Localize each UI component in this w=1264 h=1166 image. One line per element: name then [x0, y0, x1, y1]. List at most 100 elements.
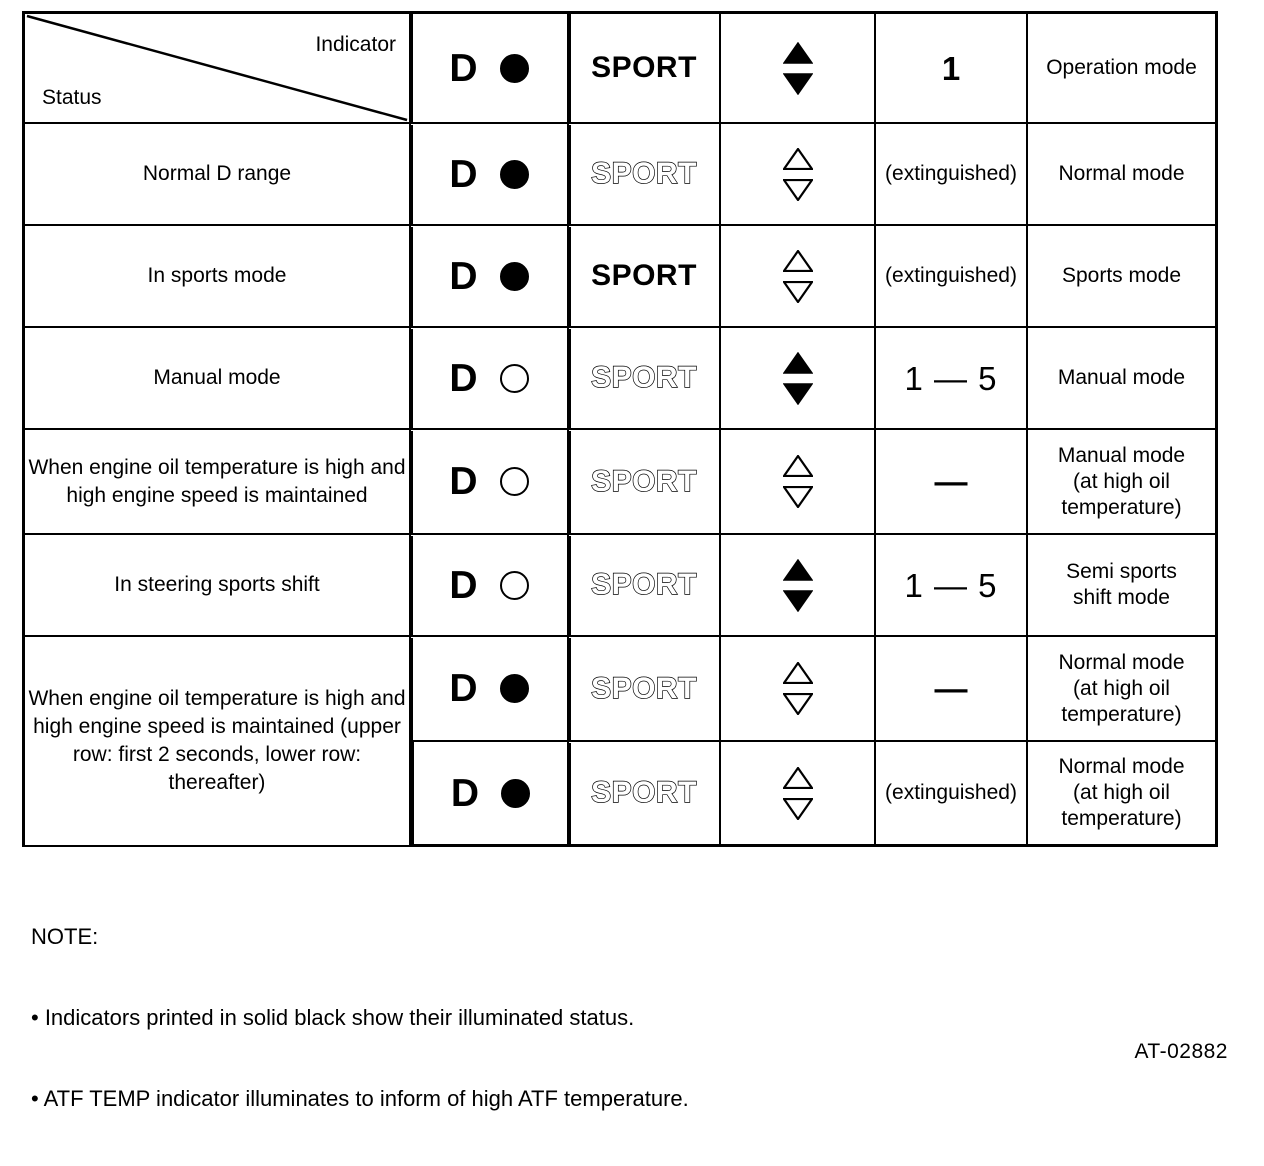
status-description-text: Manual mode — [153, 366, 281, 389]
cell-gear-position: (extinguished) — [876, 124, 1028, 226]
atf-temp-dot-unlit-icon — [499, 570, 529, 600]
header-operation-mode-cell: Operation mode — [1028, 11, 1218, 124]
shift-up-arrow-lit-icon — [782, 351, 813, 374]
gear-extinguished-label: (extinguished) — [885, 162, 1017, 185]
d-lamp-group: D — [411, 359, 567, 398]
shift-down-arrow-unlit-icon — [782, 280, 813, 303]
d-range-icon: D — [449, 152, 478, 196]
table-row: In steering sports shift D SPORT 1 — 5 Semi … — [22, 535, 1218, 637]
cell-operation-mode: Normal mode (at high oil temperature) — [1028, 742, 1218, 847]
sport-lamp-unlit-icon: SPORT — [590, 568, 697, 601]
sport-lamp-unlit-icon: SPORT — [590, 157, 697, 190]
atf-temp-dot-lit-icon — [499, 53, 529, 83]
operation-mode-value: Manual mode — [1057, 366, 1186, 389]
cell-d-lamp: D — [411, 637, 569, 742]
cell-operation-mode: Normal mode — [1028, 124, 1218, 226]
operation-mode-value: Normal mode (at high oil temperature) — [1058, 755, 1185, 830]
atf-temp-dot-unlit-icon — [499, 363, 529, 393]
shift-arrow-group — [721, 662, 874, 715]
figure-id: AT-02882 — [1134, 1040, 1228, 1063]
shift-arrow-group — [721, 766, 874, 820]
shift-down-arrow-lit-icon — [782, 589, 813, 612]
cell-gear-position: (extinguished) — [876, 742, 1028, 847]
cell-gear-position: (extinguished) — [876, 226, 1028, 328]
gear-range-value: 1 — 5 — [904, 566, 998, 604]
cell-d-lamp: D — [411, 124, 569, 226]
d-lamp-group: D — [411, 257, 567, 296]
header-gear-cell: 1 — [876, 11, 1028, 124]
gear-dash-value: — — [934, 670, 968, 707]
cell-d-lamp: D — [411, 535, 569, 637]
cell-d-lamp: D — [411, 328, 569, 430]
atf-temp-dot-lit-icon — [499, 674, 529, 703]
shift-down-arrow-unlit-icon — [782, 797, 813, 820]
operation-mode-value: Sports mode — [1061, 264, 1182, 287]
shift-up-arrow-unlit-icon — [782, 249, 813, 272]
operation-mode-value: Normal mode — [1058, 162, 1185, 185]
cell-operation-mode: Manual mode — [1028, 328, 1218, 430]
status-description-text: When engine oil temperature is high and … — [28, 455, 406, 507]
cell-d-lamp: D — [411, 430, 569, 535]
shift-down-arrow-unlit-icon — [782, 486, 813, 508]
cell-gear-position: 1 — 5 — [876, 328, 1028, 430]
cell-shift-arrows — [721, 124, 876, 226]
cell-operation-mode: Normal mode (at high oil temperature) — [1028, 637, 1218, 742]
cell-status-description: In steering sports shift — [22, 535, 411, 637]
atf-temp-dot-lit-icon — [499, 159, 529, 189]
cell-sport-lamp: SPORT — [569, 637, 721, 742]
status-description-text: In sports mode — [147, 264, 287, 287]
shift-down-arrow-unlit-icon — [782, 693, 813, 715]
sport-lamp-lit-icon: SPORT — [591, 259, 697, 292]
cell-sport-lamp: SPORT — [569, 430, 721, 535]
cell-sport-lamp: SPORT — [569, 124, 721, 226]
status-description-text: When engine oil temperature is high and … — [28, 687, 406, 794]
header-operation-mode-label: Operation mode — [1046, 56, 1197, 79]
d-range-icon: D — [449, 46, 478, 90]
shift-arrow-group — [721, 558, 874, 612]
shift-arrow-group — [721, 455, 874, 508]
shift-arrow-group — [721, 249, 874, 303]
header-status-label: Status — [42, 86, 102, 109]
d-range-icon: D — [450, 771, 480, 815]
cell-gear-position: — — [876, 637, 1028, 742]
d-range-icon: D — [449, 667, 478, 710]
operation-mode-value: Semi sports shift mode — [1066, 560, 1177, 609]
d-lamp-group: D — [411, 669, 567, 708]
shift-up-arrow-lit-icon — [782, 558, 813, 581]
atf-temp-dot-lit-icon — [501, 778, 531, 808]
status-description-text: Normal D range — [142, 162, 292, 185]
sport-lamp-unlit-icon: SPORT — [590, 464, 697, 498]
d-lamp-group: D — [411, 49, 567, 88]
shift-down-arrow-lit-icon — [782, 72, 813, 95]
cell-operation-mode: Semi sports shift mode — [1028, 535, 1218, 637]
header-indicator-label: Indicator — [315, 33, 396, 56]
diagonal-line-icon — [26, 14, 408, 122]
cell-shift-arrows — [721, 742, 876, 847]
shift-arrow-group — [721, 351, 874, 405]
shift-up-arrow-unlit-icon — [782, 147, 813, 170]
d-range-icon: D — [449, 254, 478, 298]
cell-d-lamp: D — [411, 11, 569, 124]
sport-lamp-unlit-icon: SPORT — [590, 671, 697, 705]
d-lamp-group: D — [411, 566, 567, 605]
operation-mode-value: Normal mode (at high oil temperature) — [1058, 650, 1185, 726]
note-bullet-2: • ATF TEMP indicator illuminates to info… — [31, 1086, 689, 1111]
shift-down-arrow-unlit-icon — [782, 178, 813, 201]
table-row: Normal D range D SPORT (extinguished) Normal… — [22, 124, 1218, 226]
cell-d-lamp: D — [411, 742, 569, 847]
cell-status-description: When engine oil temperature is high and … — [22, 430, 411, 535]
d-lamp-group: D — [411, 155, 567, 194]
d-lamp-group: D — [414, 774, 567, 813]
operation-mode-value: Manual mode (at high oil temperature) — [1057, 443, 1186, 519]
shift-down-arrow-lit-icon — [782, 382, 813, 405]
note-bullet-1: • Indicators printed in solid black show… — [31, 1005, 635, 1030]
shift-up-arrow-unlit-icon — [782, 766, 813, 789]
gear-dash-value: — — [934, 463, 968, 500]
d-range-icon: D — [449, 563, 478, 607]
